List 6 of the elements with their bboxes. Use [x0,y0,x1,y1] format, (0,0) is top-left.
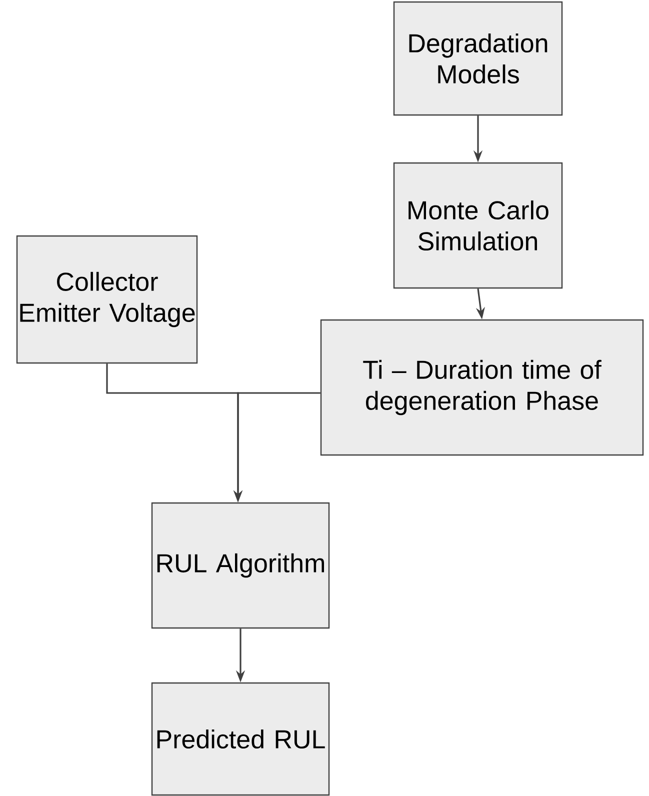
process-box: Predicted RUL [151,682,330,796]
process-box: Ti – Duration time of degeneration Phase [320,319,644,456]
process-box: Monte Carlo Simulation [393,162,563,289]
process-box: RUL Algorithm [151,502,330,629]
process-box: Collector Emitter Voltage [16,235,198,364]
process-box: Degradation Models [393,1,563,116]
